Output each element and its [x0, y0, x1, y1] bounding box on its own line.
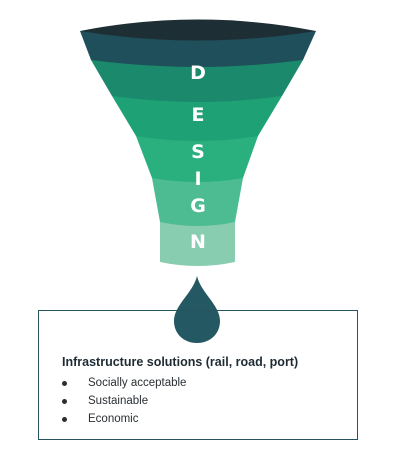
funnel-letter-i: I [194, 168, 201, 190]
drop-icon [174, 276, 220, 343]
info-title: Infrastructure solutions (rail, road, po… [62, 355, 299, 369]
funnel-rim [80, 19, 316, 41]
funnel-band-3 [112, 96, 282, 141]
list-item: Sustainable [62, 392, 352, 410]
funnel-band-5 [152, 178, 243, 226]
funnel-band-1 [80, 31, 316, 67]
list-item: Economic [62, 410, 352, 428]
list-item: Socially acceptable [62, 374, 352, 392]
funnel-band-6 [160, 222, 235, 266]
bullet-icon [62, 399, 67, 404]
info-list: Socially acceptable Sustainable Economic [62, 374, 352, 428]
funnel-letter-s: S [191, 141, 205, 163]
info-content: Infrastructure solutions (rail, road, po… [62, 354, 352, 428]
funnel-letter-e: E [192, 104, 205, 126]
bullet-icon [62, 417, 67, 422]
funnel-letter-g: G [190, 195, 206, 217]
funnel-band-4 [136, 136, 258, 182]
bullet-icon [62, 381, 67, 386]
funnel-band-2 [91, 60, 303, 102]
info-box [38, 310, 358, 440]
list-item-label: Socially acceptable [88, 377, 187, 389]
funnel-letter-n: N [190, 231, 206, 253]
list-item-label: Sustainable [88, 395, 149, 407]
list-item-label: Economic [88, 413, 139, 425]
funnel-letter-d: D [190, 62, 206, 84]
